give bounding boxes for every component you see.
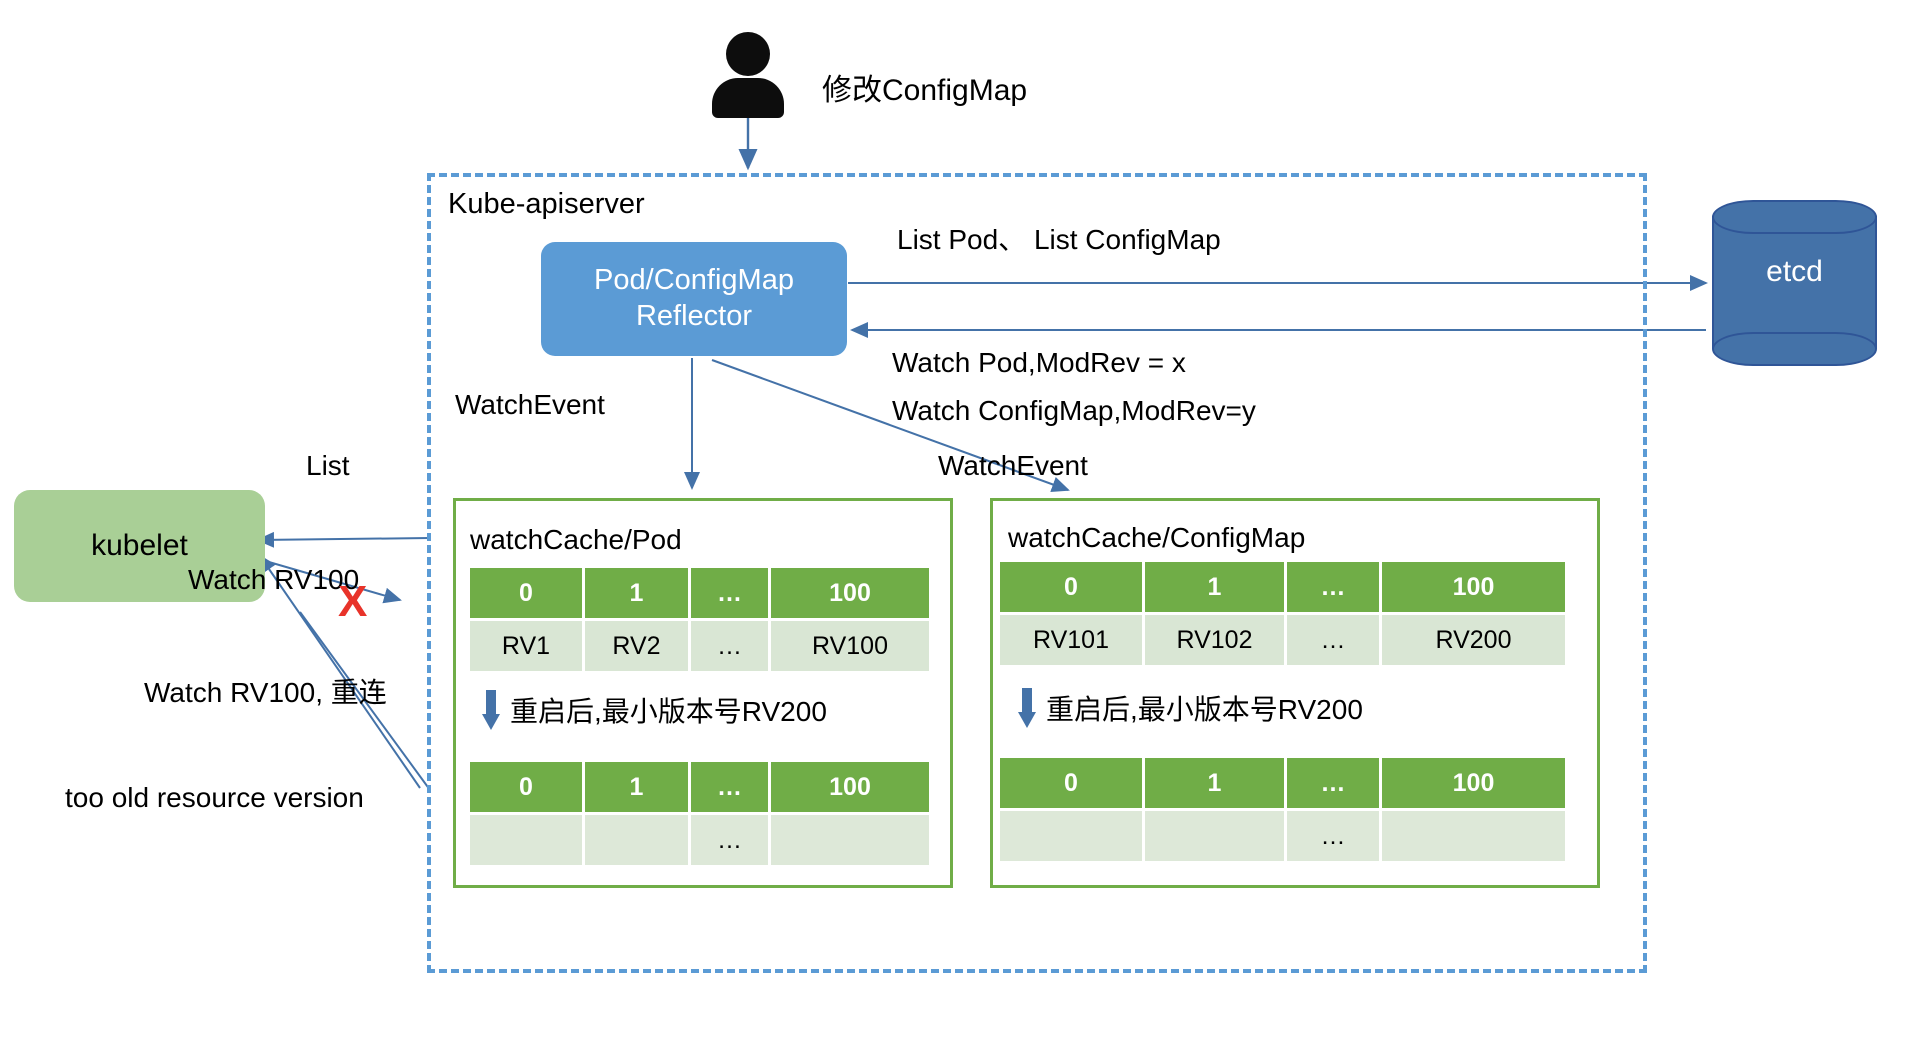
label-watch-rv100: Watch RV100 [188,564,360,595]
label-too-old-resource-version: too old resource version [65,782,364,813]
table-cell: 0 [1000,758,1142,808]
arrow-list-to-kubelet [256,531,431,548]
table-cell [585,815,688,865]
table-cell: … [691,762,768,812]
table-cell: 0 [470,568,582,618]
table-cell: RV101 [1000,615,1142,665]
table-cell: 100 [771,762,929,812]
down-arrow-icon [1018,688,1036,728]
label-list: List [306,450,350,481]
table-cell: … [1287,562,1379,612]
actor-label: 修改ConfigMap [822,74,1028,107]
table-cell: 100 [771,568,929,618]
pod-cache-restart-note: 重启后,最小版本号RV200 [482,690,827,730]
table-cell [1000,811,1142,861]
table-cell: 1 [1145,562,1284,612]
table-cell: 1 [1145,758,1284,808]
table-cell [1382,811,1565,861]
label-list-pod-configmap: List Pod、 List ConfigMap [897,224,1221,255]
label-watch-configmap-modrev: Watch ConfigMap,ModRev=y [892,395,1256,426]
kube-apiserver-title: Kube-apiserver [448,188,645,220]
label-watch-pod-modrev: Watch Pod,ModRev = x [892,347,1186,378]
table-cell: 100 [1382,758,1565,808]
label-watch-rv100-reconnect: Watch RV100, 重连 [144,677,387,708]
reflector-line2: Reflector [635,300,753,332]
configmap-cache-table-before: 0 1 … 100 RV101 RV102 … RV200 [1000,562,1565,665]
table-cell: 100 [1382,562,1565,612]
etcd-cylinder-bottom [1712,332,1877,366]
table-row: … [470,815,929,865]
table-cell: RV100 [771,621,929,671]
person-icon-head [726,32,770,76]
table-cell [1145,811,1284,861]
table-row: 0 1 … 100 [470,568,929,618]
table-cell: … [1287,758,1379,808]
configmap-cache-restart-note: 重启后,最小版本号RV200 [1018,688,1363,728]
x-mark-icon: X [338,577,368,626]
table-row: 0 1 … 100 [470,762,929,812]
configmap-cache-restart-text: 重启后,最小版本号RV200 [1046,694,1363,725]
table-cell: RV2 [585,621,688,671]
table-cell: 0 [1000,562,1142,612]
table-cell: … [691,621,768,671]
pod-cache-table-before: 0 1 … 100 RV1 RV2 … RV100 [470,568,929,671]
pod-cache-table-after: 0 1 … 100 … [470,762,929,865]
pod-cache-restart-text: 重启后,最小版本号RV200 [510,696,827,727]
table-row: RV1 RV2 … RV100 [470,621,929,671]
table-cell: … [691,568,768,618]
table-row: 0 1 … 100 [1000,562,1565,612]
kubelet-node[interactable]: kubelet [14,490,265,602]
label-watch-event-left: WatchEvent [455,389,605,420]
table-cell: RV200 [1382,615,1565,665]
person-icon-body [712,78,784,118]
table-cell: 0 [470,762,582,812]
label-watch-event-right: WatchEvent [938,450,1088,481]
table-cell [771,815,929,865]
table-cell: … [1287,811,1379,861]
table-cell: RV102 [1145,615,1284,665]
etcd-cylinder-top [1712,200,1877,234]
table-row: 0 1 … 100 [1000,758,1565,808]
table-cell: … [691,815,768,865]
table-cell: 1 [585,568,688,618]
table-cell [470,815,582,865]
table-cell: RV1 [470,621,582,671]
etcd-label: etcd [1766,255,1823,288]
table-cell: … [1287,615,1379,665]
kubelet-label: kubelet [91,529,188,562]
table-cell: 1 [585,762,688,812]
table-row: … [1000,811,1565,861]
configmap-cache-table-after: 0 1 … 100 … [1000,758,1565,861]
kube-apiserver-container [427,173,1647,973]
reflector-line1: Pod/ConfigMap [594,264,794,297]
down-arrow-icon [482,690,500,730]
pod-cache-title: watchCache/Pod [470,524,682,555]
configmap-cache-title: watchCache/ConfigMap [1008,522,1306,553]
table-row: RV101 RV102 … RV200 [1000,615,1565,665]
etcd-node[interactable]: etcd [1712,200,1877,366]
pod-configmap-reflector-node[interactable]: Pod/ConfigMap Reflector [541,242,847,356]
